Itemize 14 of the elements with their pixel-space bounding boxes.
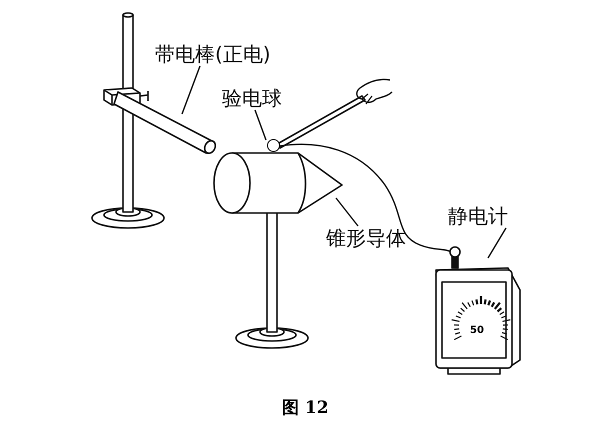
scale-number: 50: [470, 325, 484, 337]
callout-label: 验电球: [222, 86, 284, 110]
cone-conductor-drawing: [212, 150, 344, 216]
figure-caption: 图 12: [282, 398, 329, 418]
callout-label: 静电计: [448, 204, 510, 228]
leader-line: [487, 228, 507, 258]
callout-label: 锥形导体: [326, 226, 410, 250]
proof-ball: [267, 139, 280, 152]
wire: [280, 144, 452, 253]
electrometer-drawing: [434, 246, 520, 372]
callout-label: 带电棒(正电): [155, 42, 273, 66]
leader-line: [254, 110, 267, 140]
leader-line: [335, 198, 359, 226]
leader-line: [181, 66, 201, 114]
